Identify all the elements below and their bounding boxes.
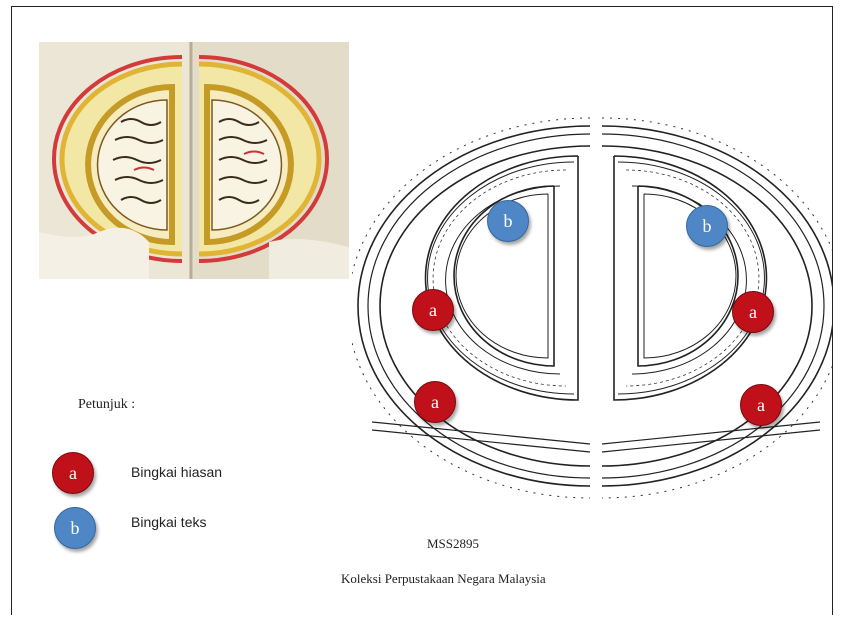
marker-a-left-outer: a: [414, 381, 456, 423]
legend-marker-b-label: b: [71, 518, 80, 539]
marker-a-left-inner-label: a: [429, 300, 437, 321]
legend-label-bingkai-hiasan: Bingkai hiasan: [131, 464, 222, 480]
marker-b-left: b: [487, 200, 529, 242]
legend-marker-a-label: a: [69, 463, 77, 484]
marker-b-right-label: b: [703, 216, 712, 237]
marker-a-right-outer: a: [740, 384, 782, 426]
marker-a-right-outer-label: a: [757, 395, 765, 416]
marker-b-left-label: b: [504, 211, 513, 232]
manuscript-photo-image: [39, 42, 349, 279]
manuscript-id: MSS2895: [427, 536, 479, 552]
collection-caption: Koleksi Perpustakaan Negara Malaysia: [341, 571, 546, 587]
marker-a-right-inner: a: [732, 291, 774, 333]
manuscript-photo: [39, 42, 349, 279]
marker-a-right-inner-label: a: [749, 302, 757, 323]
legend-marker-a: a: [52, 452, 94, 494]
legend-label-bingkai-teks: Bingkai teks: [131, 514, 206, 530]
legend-title: Petunjuk :: [78, 397, 135, 413]
marker-b-right: b: [686, 205, 728, 247]
legend-marker-b: b: [54, 507, 96, 549]
marker-a-left-outer-label: a: [431, 392, 439, 413]
marker-a-left-inner: a: [412, 289, 454, 331]
